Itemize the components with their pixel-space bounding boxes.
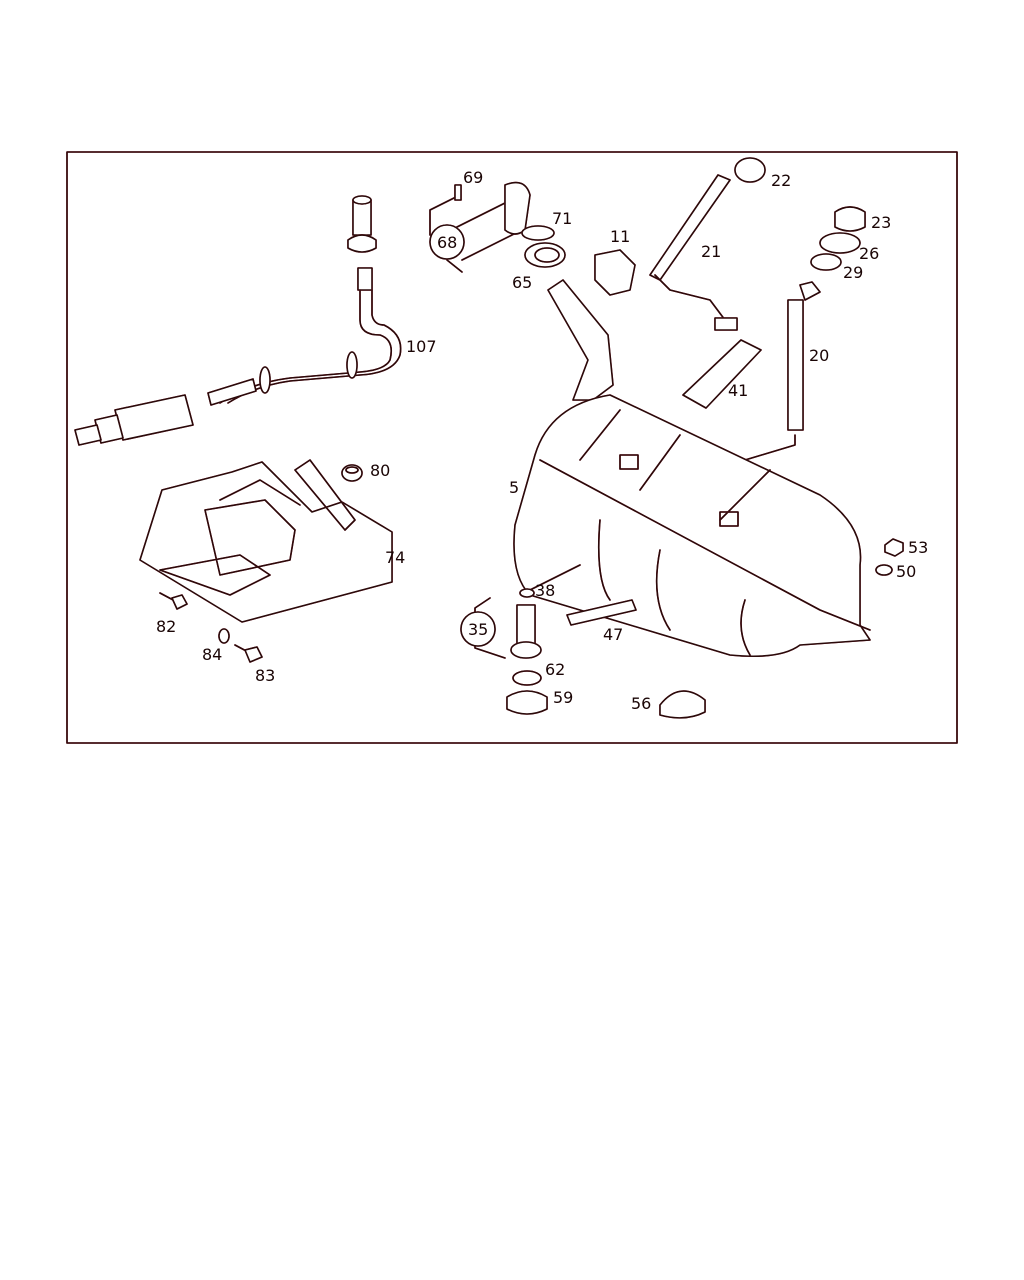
part-label-5: 5 [509, 478, 519, 497]
part-label-23: 23 [871, 213, 891, 232]
tank-bracket-74 [139, 459, 393, 623]
nut-53 [884, 538, 904, 557]
fuel-line-107 [207, 195, 402, 406]
sender-11 [594, 249, 636, 296]
screw-83 [234, 644, 263, 663]
part-label-21: 21 [701, 242, 721, 261]
part-label-22: 22 [771, 171, 791, 190]
part-label-71: 71 [552, 209, 572, 228]
diagram-frame [66, 151, 958, 744]
pump-seal-68-group [429, 181, 566, 273]
tube-20 [744, 281, 821, 461]
part-label-47: 47 [603, 625, 623, 644]
part-label-68: 68 [437, 233, 457, 252]
part-label-29: 29 [843, 263, 863, 282]
fuel-tank-5 [513, 279, 871, 658]
part-label-20: 20 [809, 346, 829, 365]
part-label-84: 84 [202, 645, 222, 664]
part-label-74: 74 [385, 548, 405, 567]
part-label-38: 38 [535, 581, 555, 600]
fuel-filter [74, 394, 194, 446]
part-label-107: 107 [406, 337, 437, 356]
screw-82 [159, 592, 188, 610]
part-label-69: 69 [463, 168, 483, 187]
part-label-83: 83 [255, 666, 275, 685]
sender-21 [649, 157, 766, 331]
pad-47 [566, 599, 637, 626]
part-label-35: 35 [468, 620, 488, 639]
part-label-11: 11 [610, 227, 630, 246]
part-label-62: 62 [545, 660, 565, 679]
part-label-80: 80 [370, 461, 390, 480]
part-label-65: 65 [512, 273, 532, 292]
part-label-41: 41 [728, 381, 748, 400]
pad-41 [682, 339, 762, 409]
cover-56 [659, 690, 706, 719]
grommet-80 [341, 464, 363, 482]
part-label-56: 56 [631, 694, 651, 713]
part-label-59: 59 [553, 688, 573, 707]
part-label-82: 82 [156, 617, 176, 636]
seals-23-26-29 [810, 206, 866, 271]
pump-group-35 [460, 564, 581, 715]
washer-50 [875, 564, 893, 576]
part-label-53: 53 [908, 538, 928, 557]
part-label-26: 26 [859, 244, 879, 263]
washer-84 [218, 628, 230, 644]
part-label-50: 50 [896, 562, 916, 581]
